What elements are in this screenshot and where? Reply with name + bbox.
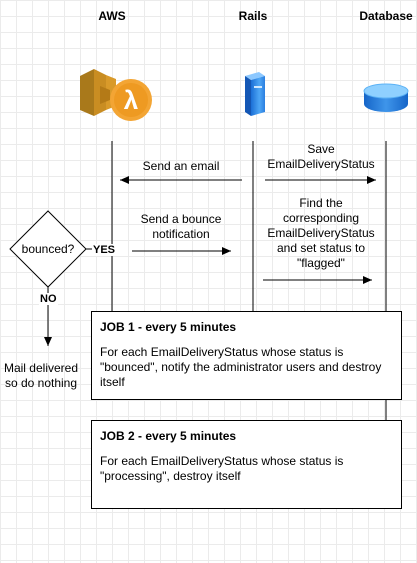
- decision-yes-label: YES: [92, 244, 117, 256]
- database-icon: [363, 83, 409, 112]
- job-2-title: JOB 2 - every 5 minutes: [100, 429, 237, 443]
- job-1-title: JOB 1 - every 5 minutes: [100, 320, 237, 334]
- lane-title-database: Database: [359, 9, 413, 23]
- label-save-status: Save EmailDeliveryStatus: [267, 142, 375, 171]
- decision-no-label: NO: [39, 293, 58, 305]
- job-box-2: JOB 2 - every 5 minutes For each EmailDe…: [91, 420, 402, 509]
- label-send-bounce: Send a bounce notification: [140, 212, 222, 241]
- job-2-text: For each EmailDeliveryStatus whose statu…: [100, 454, 344, 483]
- label-send-email: Send an email: [142, 159, 220, 173]
- decision-no-outcome: Mail delivered so do nothing: [3, 361, 79, 390]
- lane-title-rails: Rails: [238, 9, 268, 23]
- svg-text:λ: λ: [124, 85, 139, 115]
- decision-question: bounced?: [21, 242, 75, 256]
- aws-lambda-icon: λ: [80, 69, 152, 121]
- job-box-1: JOB 1 - every 5 minutes For each EmailDe…: [91, 311, 402, 400]
- lane-title-aws: AWS: [98, 9, 126, 23]
- label-find-status: Find the corresponding EmailDeliveryStat…: [267, 196, 375, 270]
- rails-server-icon: [245, 72, 265, 116]
- job-1-text: For each EmailDeliveryStatus whose statu…: [100, 345, 382, 389]
